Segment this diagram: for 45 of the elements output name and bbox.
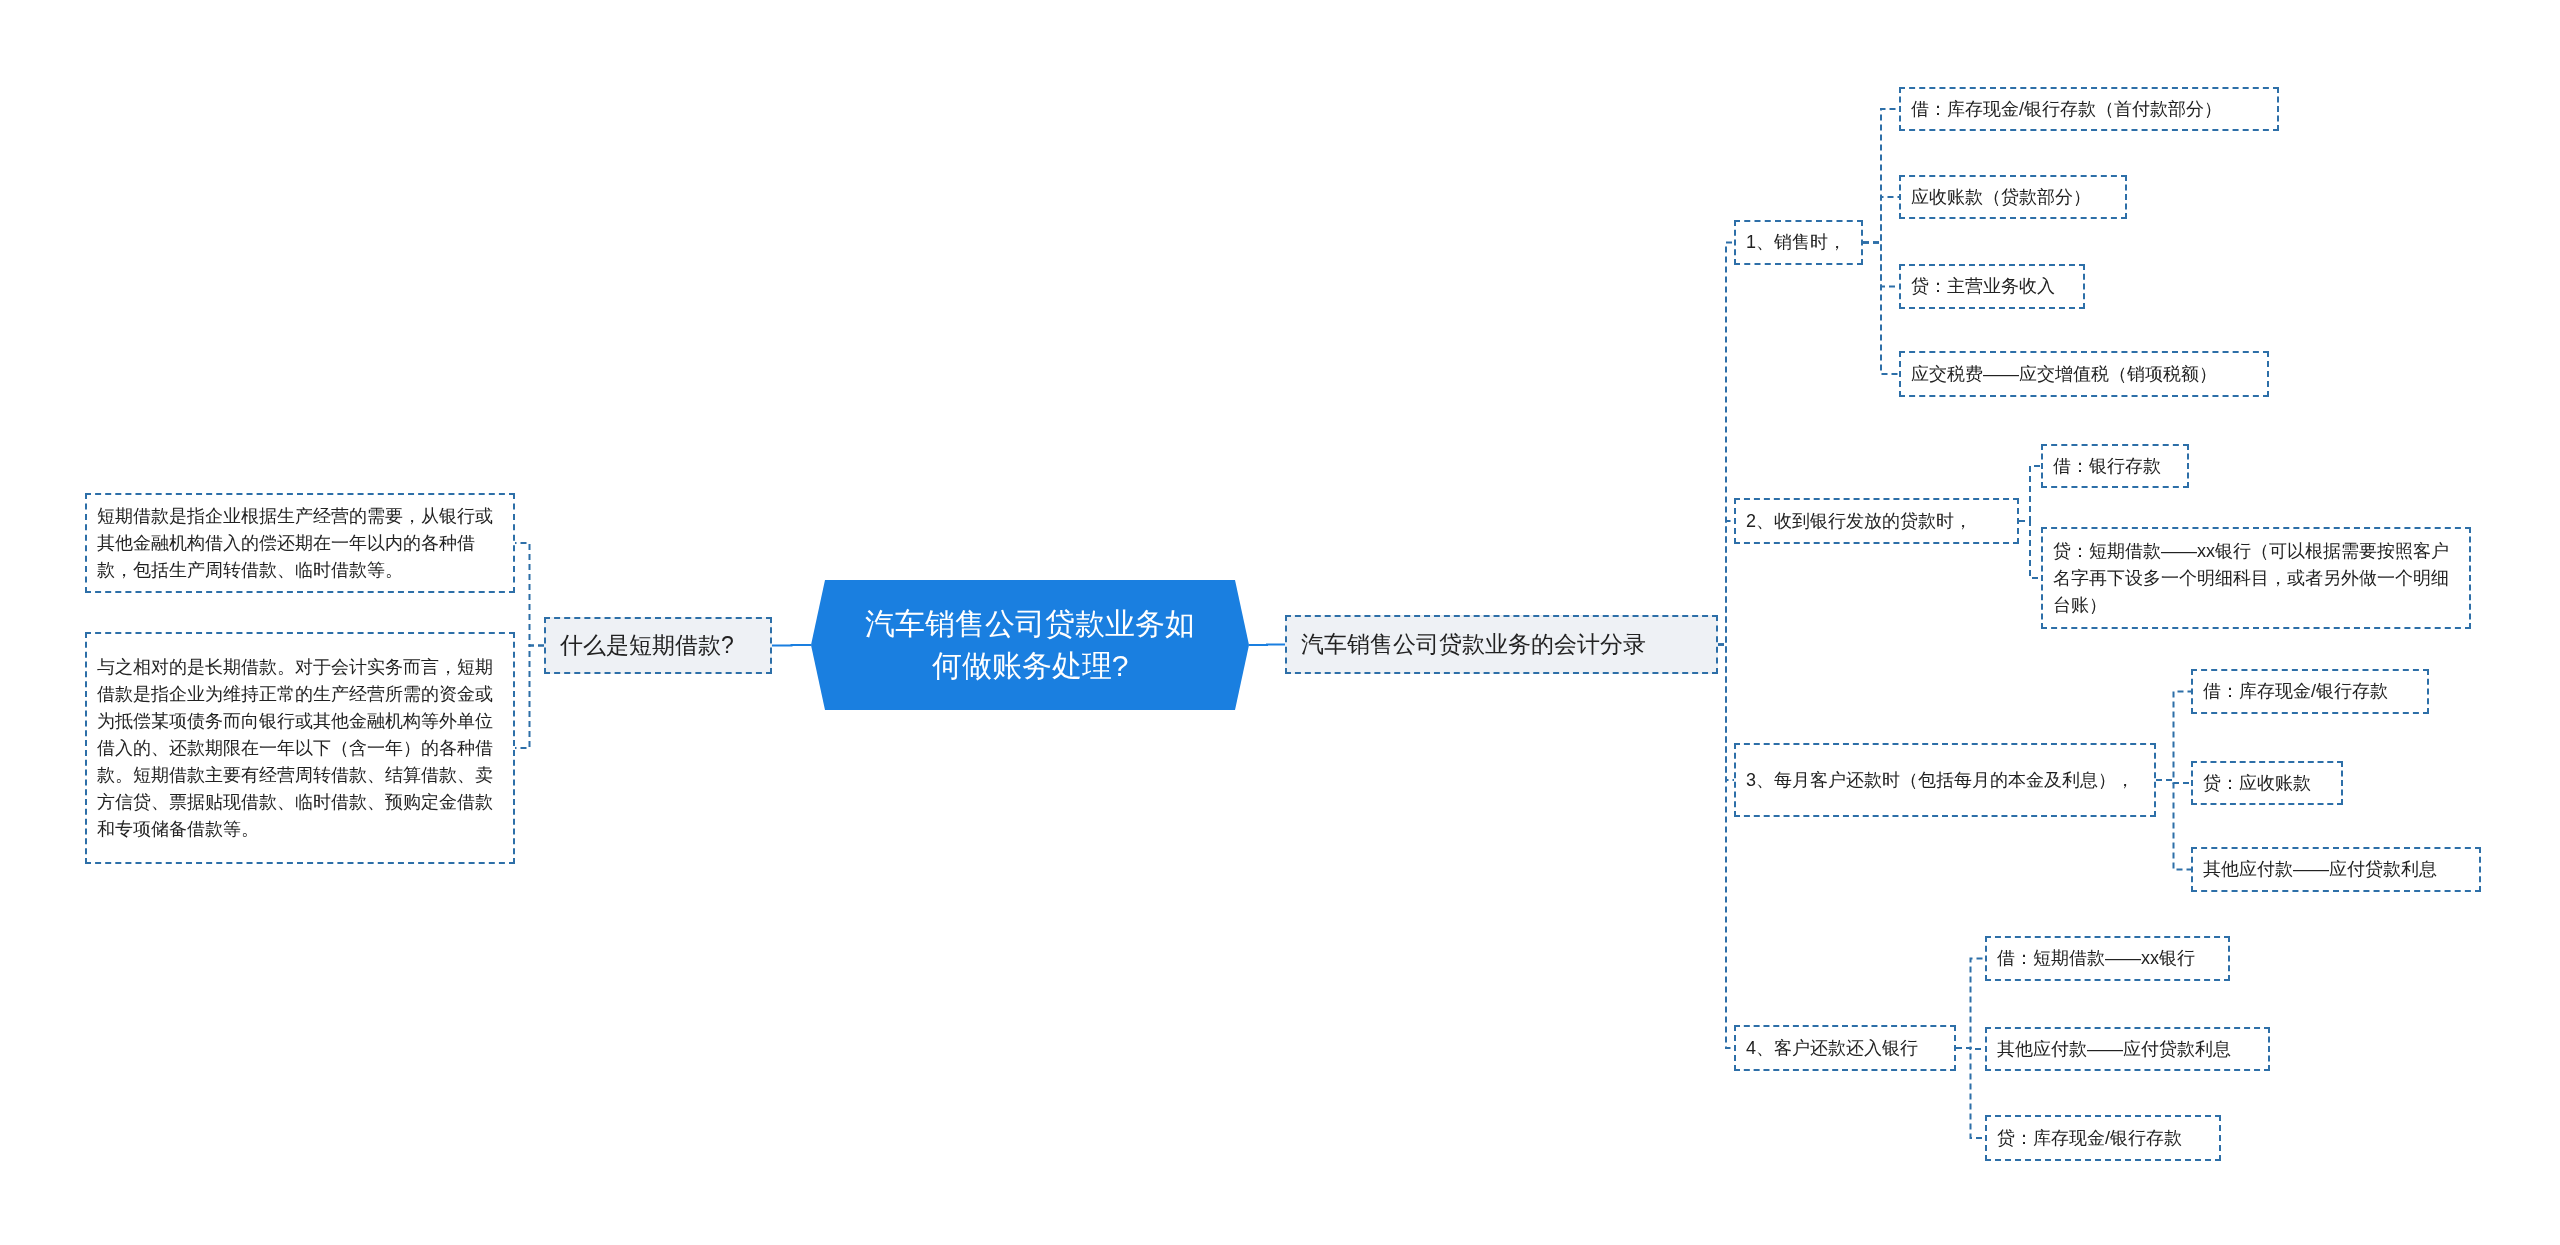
- note-box: [1734, 743, 2156, 817]
- connector-line: [1862, 241, 1900, 375]
- note-box: [2191, 669, 2429, 714]
- node-text: 贷：主营业务收入: [1911, 275, 2055, 298]
- node-text: 1、销售时，: [1746, 231, 1846, 254]
- node-text: 贷：库存现金/银行存款: [1997, 1126, 2182, 1150]
- node-text: 借：库存现金/银行存款（首付款部分）: [1911, 97, 2222, 121]
- note-box: [2041, 444, 2189, 488]
- note-box: [2041, 527, 2471, 629]
- node-text: 贷：应收账款: [2203, 771, 2311, 795]
- note-box: [1985, 1027, 2270, 1071]
- note-box: [85, 493, 515, 593]
- subtopic-box: [1285, 615, 1718, 674]
- node-text: 短期借款是指企业根据生产经营的需要，从银行或其他金融机构借入的偿还期在一年以内的各种借款，包括生产周转借款、临时借款等。: [97, 504, 494, 582]
- node-text: 借：库存现金/银行存款: [2203, 680, 2388, 703]
- node-text: 汽车销售公司贷款业务的会计分录: [1301, 630, 1646, 660]
- node-text: 其他应付款——应付贷款利息: [2203, 858, 2437, 881]
- node-text: 与之相对的是长期借款。对于会计实务而言，短期借款是指企业为维持正常的生产经营所需的资金或为抵偿某项债务而向银行或其他金融机构等外单位借入的、还款期限在一年以下（含一年）的各种借款。短期借款主要有经营周转借款、结算借款、卖方信贷、票据贴现借款、临时借款、预购定金借款和专项储备借款等。: [97, 655, 494, 841]
- topic-title: 汽车销售公司贷款业务如何做账务处理?: [864, 606, 1196, 684]
- note-box: [1734, 1025, 1956, 1071]
- node-text: 借：银行存款: [2053, 454, 2161, 478]
- note-box: [1899, 351, 2269, 397]
- note-box: [1734, 498, 2019, 544]
- note-box: [1734, 220, 1863, 265]
- note-box: [1899, 87, 2279, 131]
- node-text: 什么是短期借款?: [560, 631, 734, 661]
- node-text: 2、收到银行发放的贷款时，: [1746, 509, 1972, 533]
- note-box: [2191, 761, 2343, 805]
- note-box: [1985, 936, 2230, 981]
- note-box: [2191, 847, 2481, 892]
- note-box: [1985, 1115, 2221, 1161]
- node-text: 贷：短期借款——xx银行（可以根据需要按照客户名字再下设多一个明细科目，或者另外做一个明细台账）: [2053, 539, 2450, 617]
- connector-line: [2155, 779, 2192, 871]
- node-text: 应交税费——应交增值税（销项税额）: [1911, 362, 2217, 386]
- node-text: 3、每月客户还款时（包括每月的本金及利息），: [1746, 768, 2134, 792]
- note-box: [85, 632, 515, 864]
- node-text: 其他应付款——应付贷款利息: [1997, 1037, 2231, 1061]
- node-text: 应收账款（贷款部分）: [1911, 185, 2091, 209]
- connector-line: [1248, 643, 1286, 646]
- node-text: 借：短期借款——xx银行: [1997, 947, 2195, 970]
- node-text: 4、客户还款还入银行: [1746, 1036, 1918, 1060]
- subtopic-box: [544, 617, 772, 674]
- note-box: [1899, 175, 2127, 219]
- connector-line: [771, 644, 812, 647]
- note-box: [1899, 264, 2085, 309]
